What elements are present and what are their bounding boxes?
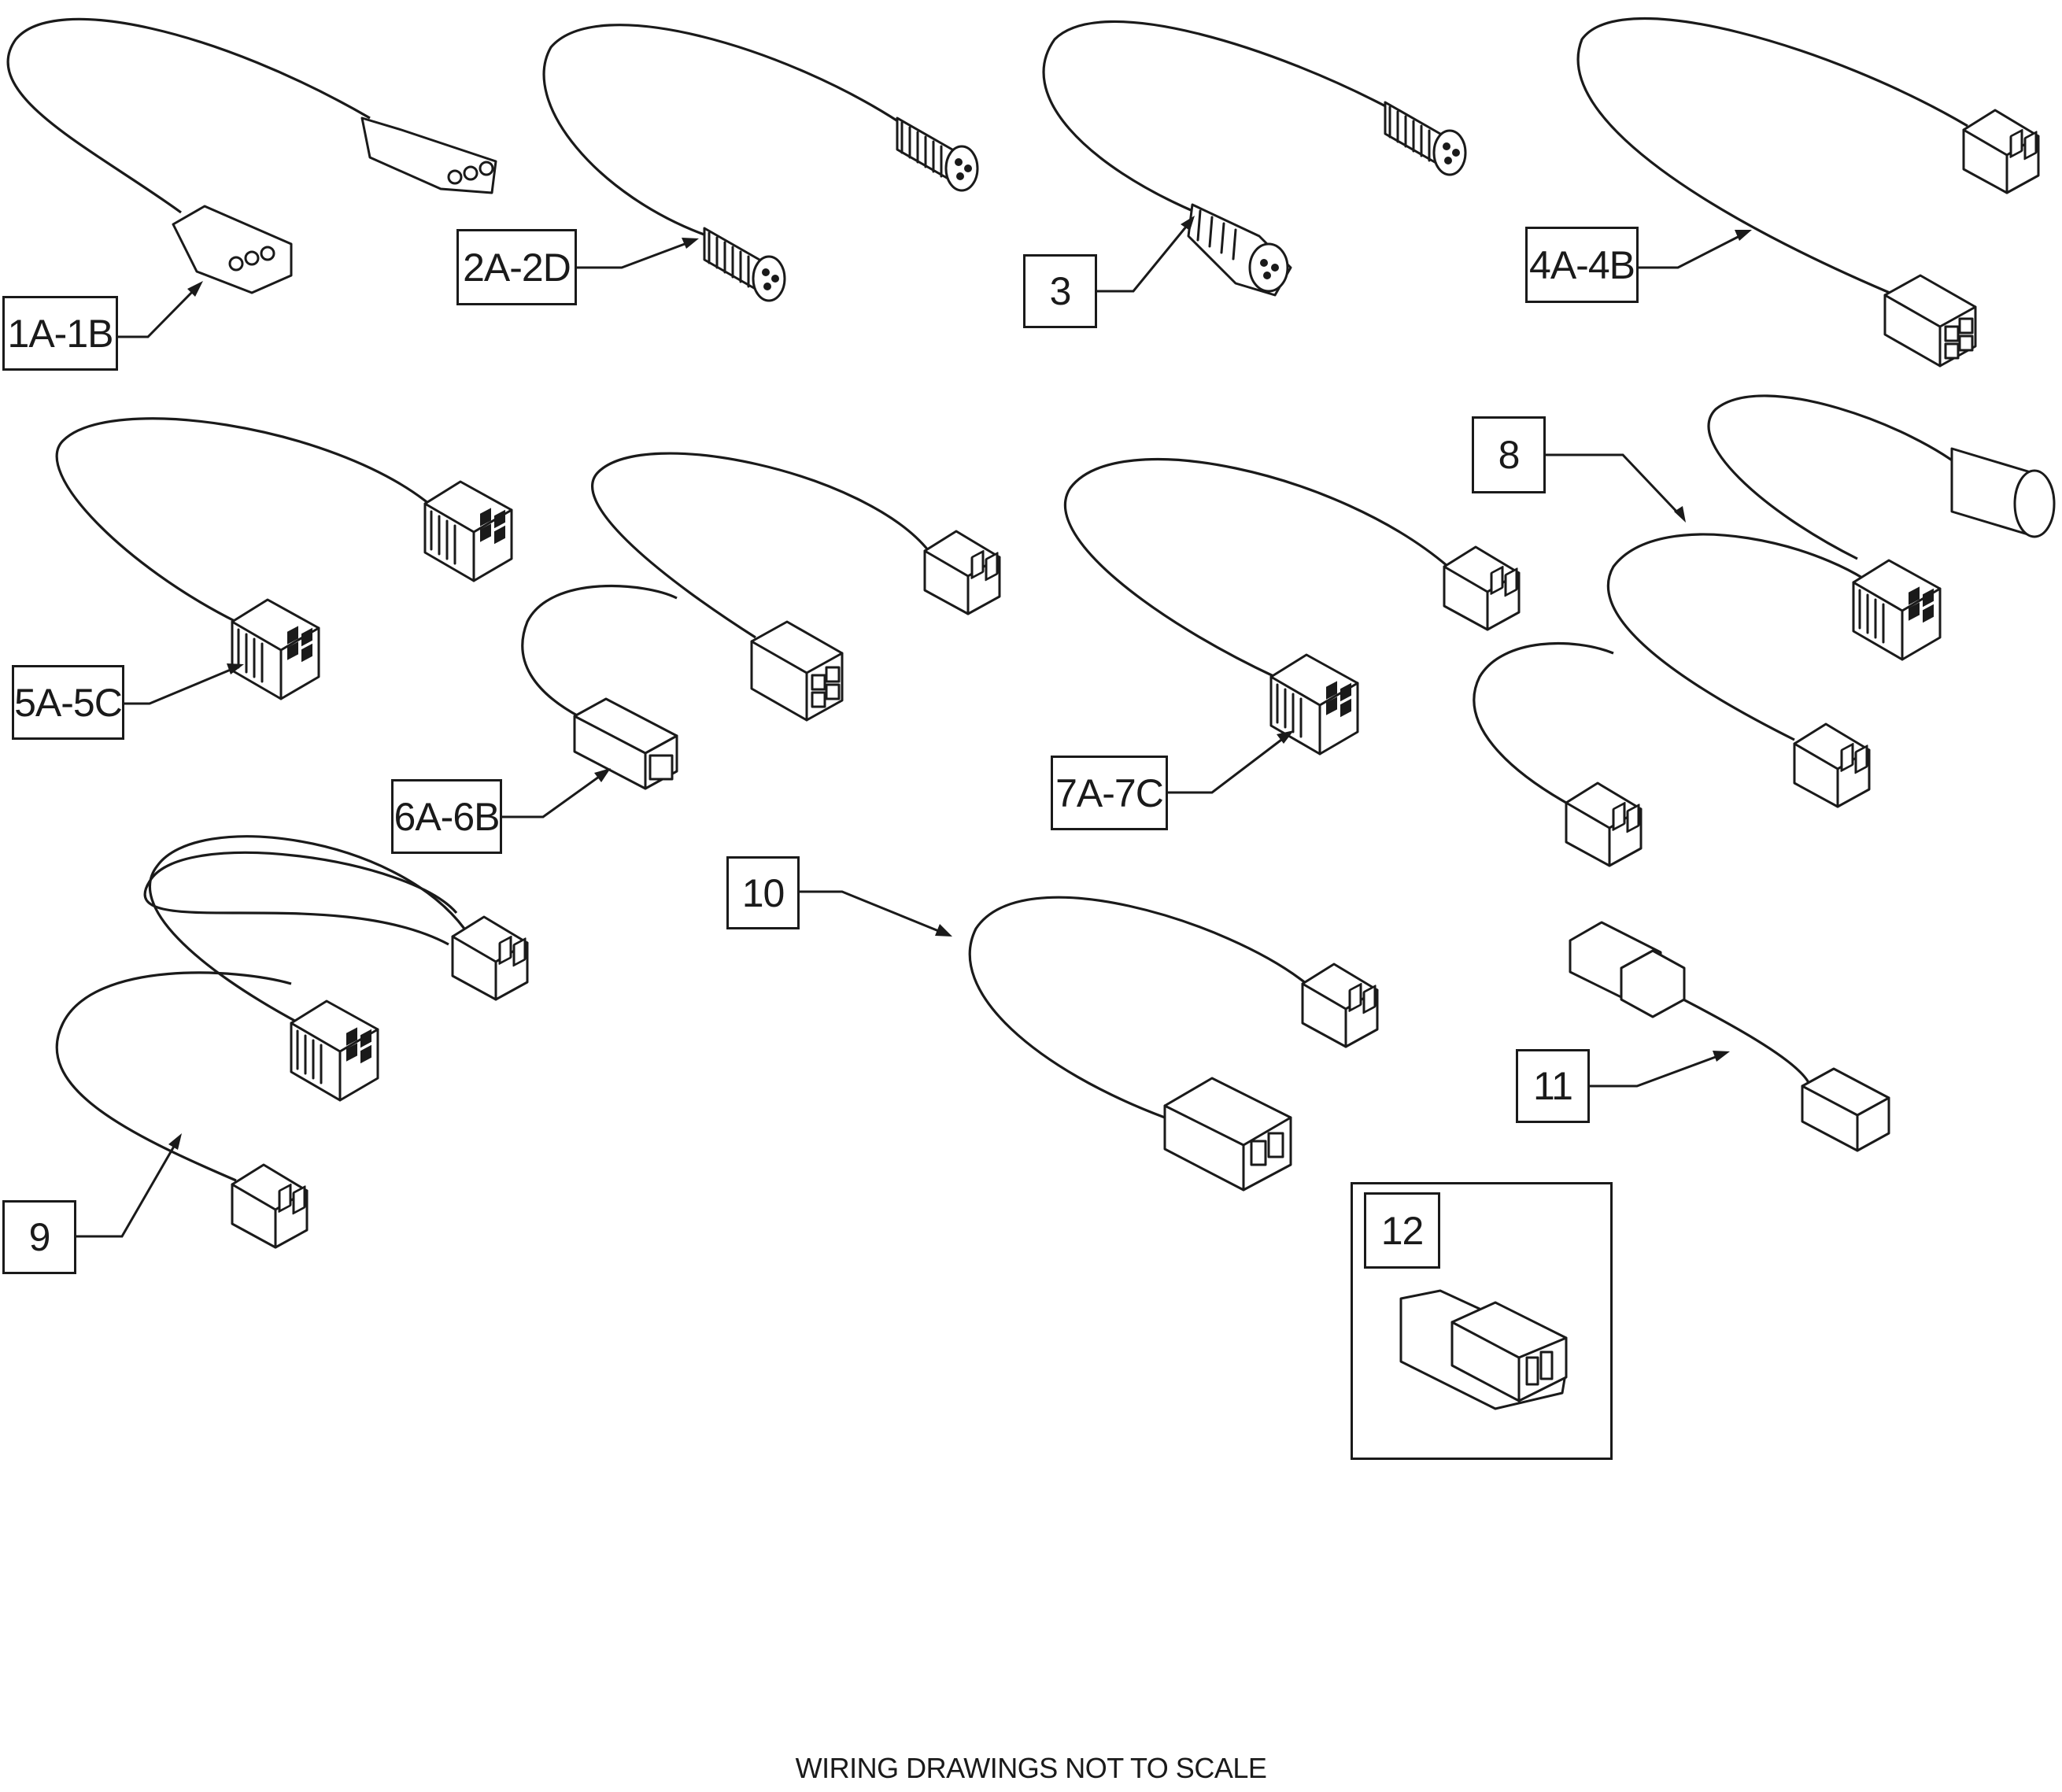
callout-5: 5A-5C bbox=[12, 665, 124, 740]
scale-note: WIRING DRAWINGS NOT TO SCALE bbox=[795, 1752, 1267, 1784]
detail-frame-12 bbox=[1351, 1182, 1613, 1460]
callout-12: 12 bbox=[1364, 1192, 1440, 1269]
callout-10: 10 bbox=[726, 856, 800, 929]
leader-lines bbox=[76, 216, 1752, 1238]
callout-6: 6A-6B bbox=[391, 779, 502, 854]
callout-1: 1A-1B bbox=[2, 296, 118, 371]
callout-9: 9 bbox=[2, 1200, 76, 1274]
harness-3 bbox=[1042, 20, 1467, 297]
harness-9 bbox=[55, 835, 529, 1249]
harness-7 bbox=[1063, 458, 1521, 756]
harness-6 bbox=[521, 452, 1001, 790]
callout-3: 3 bbox=[1023, 254, 1097, 328]
harness-1 bbox=[6, 17, 497, 294]
callout-11: 11 bbox=[1516, 1049, 1590, 1123]
harness-5 bbox=[55, 417, 513, 700]
harness-8 bbox=[1473, 394, 2056, 867]
connector-12 bbox=[1399, 1289, 1568, 1410]
harness-11 bbox=[1569, 921, 1890, 1152]
harness-4 bbox=[1576, 17, 2040, 368]
callout-8: 8 bbox=[1472, 416, 1546, 493]
callout-2: 2A-2D bbox=[456, 229, 577, 305]
callout-4: 4A-4B bbox=[1525, 227, 1639, 303]
harness-2 bbox=[542, 24, 979, 302]
callout-7: 7A-7C bbox=[1051, 756, 1168, 830]
harness-10 bbox=[968, 896, 1379, 1192]
